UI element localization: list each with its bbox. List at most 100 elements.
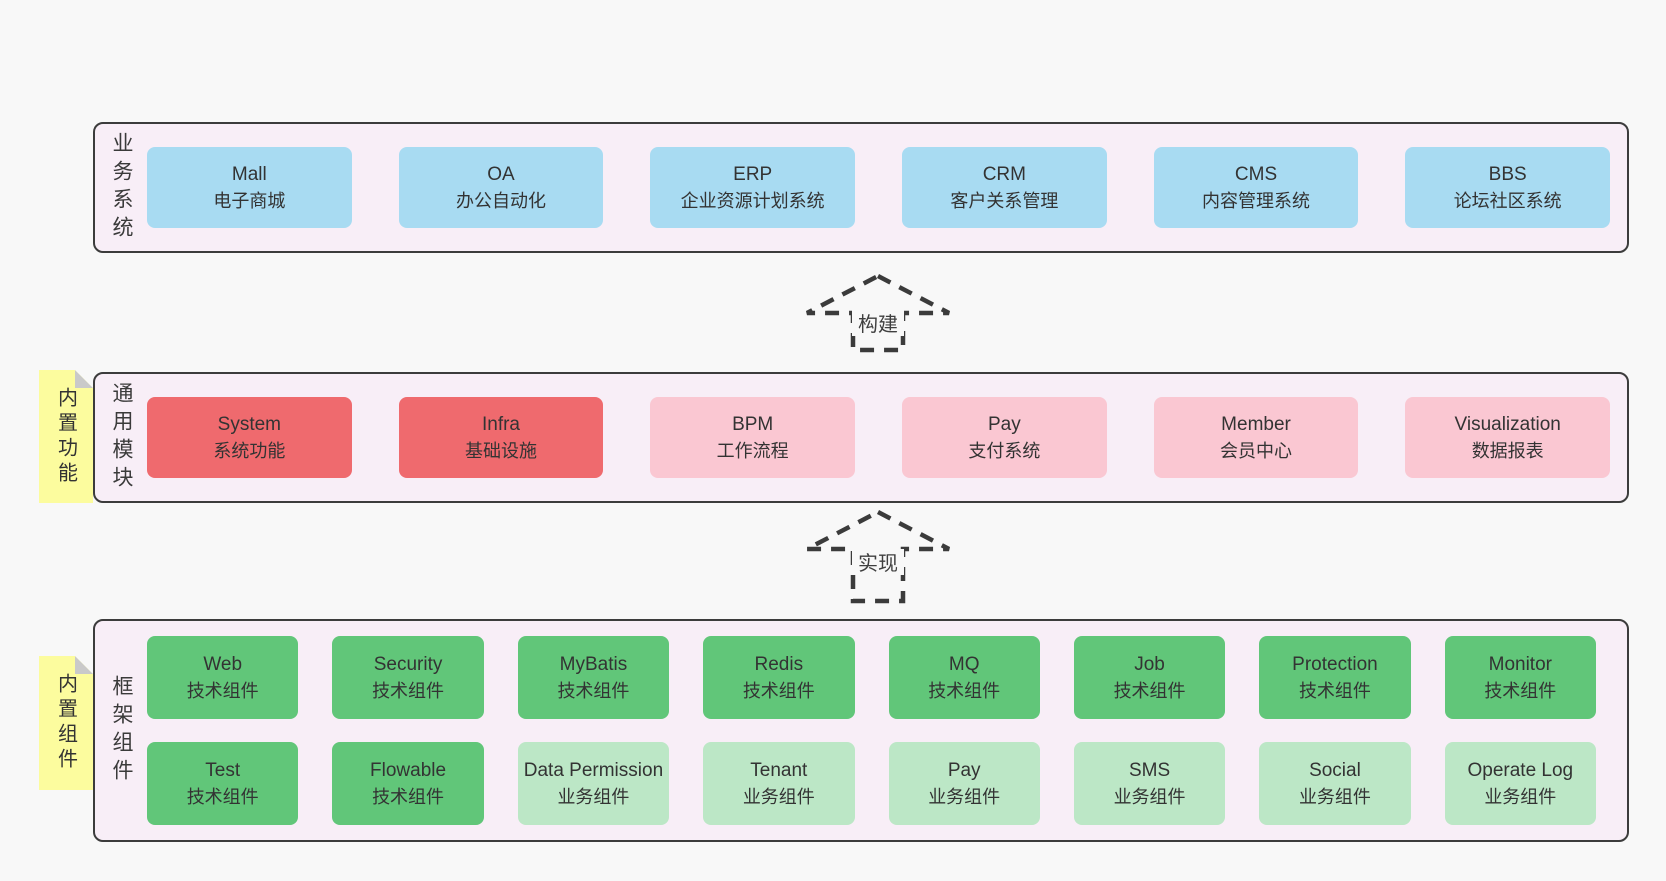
node-visualization: Visualization 数据报表 <box>1405 397 1611 478</box>
dashed-up-arrow-build: 构建 <box>805 273 951 353</box>
node-name: Pay <box>987 413 1021 435</box>
node-name: OA <box>487 163 515 185</box>
layer-common-modules: 通用模块 System 系统功能 Infra 基础设施 BPM 工作流程 Pay 支付系统 Me… <box>93 372 1629 503</box>
node-mall: Mall 电子商城 <box>147 147 352 228</box>
up-arrow-icon <box>805 273 951 353</box>
arrow-label-background <box>852 549 904 575</box>
node-subtitle: 技术组件 <box>372 680 445 701</box>
node-operate-log: Operate Log 业务组件 <box>1444 742 1596 825</box>
node-subtitle: 技术组件 <box>1484 680 1557 701</box>
arrow-label-background <box>852 310 904 336</box>
folded-corner-icon <box>75 370 93 388</box>
node-name: CRM <box>982 163 1026 185</box>
node-protection: Protection 技术组件 <box>1259 636 1411 719</box>
node-subtitle: 技术组件 <box>186 786 259 807</box>
layer-label-business-systems: 业务系统 <box>110 131 133 244</box>
node-redis: Redis 技术组件 <box>703 636 855 719</box>
node-name: MyBatis <box>559 653 628 675</box>
node-sms: SMS 业务组件 <box>1073 742 1226 825</box>
node-infra: Infra 基础设施 <box>398 397 604 478</box>
node-security: Security 技术组件 <box>332 636 484 719</box>
node-name: Redis <box>754 653 804 675</box>
node-social: Social 业务组件 <box>1259 742 1411 825</box>
node-name: Visualization <box>1454 413 1561 435</box>
node-subtitle: 业务组件 <box>928 786 1001 807</box>
node-name: Data Permission <box>523 759 664 781</box>
node-subtitle: 会员中心 <box>1220 440 1293 461</box>
node-monitor: Monitor 技术组件 <box>1444 636 1596 719</box>
sticky-note-built-in-features: 内置功能 <box>39 370 93 503</box>
node-pay: Pay 业务组件 <box>888 742 1040 825</box>
node-name: Security <box>373 653 443 675</box>
node-crm: CRM 客户关系管理 <box>902 147 1107 228</box>
arrow-label-implement: 实现 <box>858 552 898 575</box>
node-name: Operate Log <box>1467 759 1574 781</box>
node-subtitle: 办公自动化 <box>456 190 546 211</box>
node-subtitle: 工作流程 <box>716 440 789 461</box>
node-name: Mall <box>231 163 267 185</box>
node-name: Test <box>205 759 241 781</box>
node-name: Web <box>203 653 243 675</box>
node-name: Social <box>1309 759 1361 781</box>
node-subtitle: 客户关系管理 <box>950 190 1059 211</box>
node-subtitle: 电子商城 <box>213 190 286 211</box>
node-name: Monitor <box>1488 653 1552 675</box>
node-name: Pay <box>947 759 981 781</box>
sticky-note-label: 内置功能 <box>54 386 77 487</box>
node-oa: OA 办公自动化 <box>398 147 604 228</box>
node-subtitle: 技术组件 <box>742 680 815 701</box>
node-subtitle: 技术组件 <box>1298 680 1371 701</box>
node-name: Member <box>1221 413 1291 435</box>
node-pay: Pay 支付系统 <box>902 397 1107 478</box>
node-subtitle: 业务组件 <box>557 786 630 807</box>
node-subtitle: 论坛社区系统 <box>1453 190 1562 211</box>
node-name: BPM <box>732 413 774 435</box>
node-name: Protection <box>1292 653 1378 675</box>
node-subtitle: 业务组件 <box>1298 786 1371 807</box>
node-name: CMS <box>1234 163 1278 185</box>
node-system: System 系统功能 <box>147 397 352 478</box>
node-web: Web 技术组件 <box>147 636 299 719</box>
node-bpm: BPM 工作流程 <box>650 397 856 478</box>
node-subtitle: 系统功能 <box>213 440 286 461</box>
node-subtitle: 技术组件 <box>928 680 1001 701</box>
node-name: SMS <box>1128 759 1171 781</box>
node-data-permission: Data Permission 业务组件 <box>517 742 670 825</box>
sticky-note-built-in-components: 内置组件 <box>39 656 93 790</box>
node-mybatis: MyBatis 技术组件 <box>517 636 670 719</box>
node-erp: ERP 企业资源计划系统 <box>650 147 856 228</box>
node-subtitle: 基础设施 <box>465 440 537 461</box>
layer-label-common-modules: 通用模块 <box>110 381 133 494</box>
node-name: ERP <box>733 163 773 185</box>
node-name: System <box>217 413 282 435</box>
up-arrow-icon <box>805 509 951 604</box>
node-name: Tenant <box>750 759 808 781</box>
node-name: BBS <box>1488 163 1527 185</box>
common-modules-boxes: System 系统功能 Infra 基础设施 BPM 工作流程 Pay 支付系统 Member 会… <box>147 374 1611 501</box>
node-name: Infra <box>481 413 521 435</box>
node-test: Test 技术组件 <box>147 742 299 825</box>
dashed-up-arrow-implement: 实现 <box>805 509 951 604</box>
node-subtitle: 技术组件 <box>557 680 630 701</box>
node-subtitle: 支付系统 <box>968 440 1041 461</box>
node-subtitle: 业务组件 <box>1113 786 1186 807</box>
node-subtitle: 技术组件 <box>1113 680 1186 701</box>
node-member: Member 会员中心 <box>1153 397 1359 478</box>
arrow-label-build: 构建 <box>858 313 898 336</box>
node-name: Job <box>1134 653 1165 675</box>
node-subtitle: 业务组件 <box>1484 786 1557 807</box>
node-subtitle: 数据报表 <box>1471 440 1544 461</box>
node-subtitle: 技术组件 <box>186 680 259 701</box>
layer-label-framework-components: 框架组件 <box>110 674 133 787</box>
node-job: Job 技术组件 <box>1073 636 1226 719</box>
node-bbs: BBS 论坛社区系统 <box>1405 147 1611 228</box>
node-subtitle: 企业资源计划系统 <box>680 190 825 211</box>
